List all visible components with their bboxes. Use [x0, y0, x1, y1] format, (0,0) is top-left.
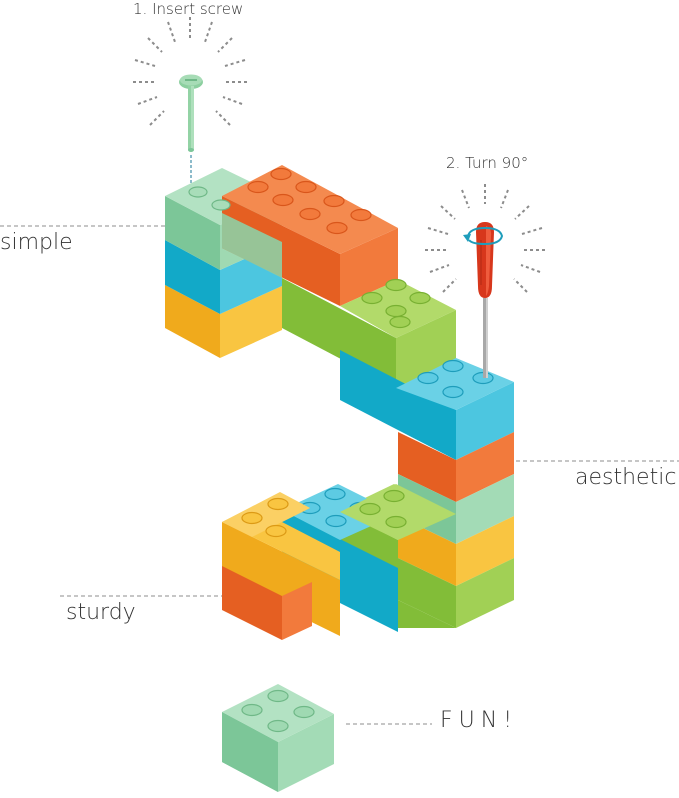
label-aesthetic: aesthetic: [575, 465, 677, 490]
label-sturdy: sturdy: [66, 600, 136, 625]
brick-lime-middle: [282, 278, 456, 388]
brick-yellow-bottom: [222, 492, 340, 640]
screw-icon: [179, 74, 203, 152]
brick-mint-side: [222, 213, 282, 278]
brick-mint-fun: [222, 684, 334, 792]
guide-lines: [0, 225, 679, 725]
brick-column-right: [398, 432, 514, 628]
rotate-arrow-icon: [463, 226, 504, 246]
brick-mint-studs: [188, 186, 231, 211]
brick-lime-bottom-top: [340, 484, 456, 540]
step-2-label: 2. Turn 90°: [446, 154, 529, 172]
label-fun: FUN!: [440, 708, 519, 733]
label-simple: simple: [0, 230, 73, 255]
step-1-label: 1. Insert screw: [133, 0, 244, 18]
screwdriver-icon: [476, 222, 494, 378]
